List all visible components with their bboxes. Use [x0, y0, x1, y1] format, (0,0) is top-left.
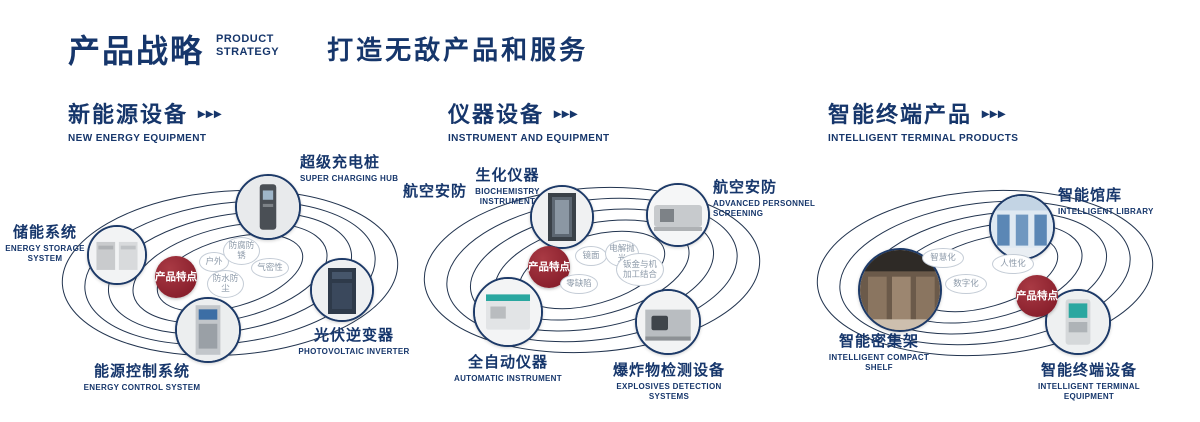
energy-storage-image	[89, 227, 145, 283]
feature-badge-intelligent-terminal: 产品特点	[1016, 275, 1058, 317]
header: 产品战略 PRODUCT STRATEGY 打造无敌产品和服务	[68, 26, 588, 72]
product-circle-biochemistry-instrument	[530, 185, 594, 249]
product-name-en: ADVANCED PERSONNEL SCREENING	[713, 199, 816, 219]
product-label-super-charging-hub: 超级充电桩 SUPER CHARGING HUB	[300, 151, 415, 184]
product-circle-automatic-instrument	[473, 277, 543, 347]
intelligent-library-image	[991, 196, 1053, 258]
subtitle-line2: STRATEGY	[216, 46, 280, 59]
slogan: 打造无敌产品和服务	[327, 35, 589, 65]
feature-bubble: 钣金与机加工结合	[616, 253, 664, 286]
feature-bubble: 零缺陷	[560, 274, 598, 294]
product-label-automatic-instrument: 全自动仪器 AUTOMATIC INSTRUMENT	[448, 351, 568, 384]
product-name-en: EXPLOSIVES DETECTION SYSTEMS	[616, 382, 722, 402]
feature-bubble: 防水防尘	[207, 270, 244, 298]
product-circle-intelligent-terminal-equipment	[1045, 289, 1111, 355]
product-name: 生化仪器	[475, 167, 540, 184]
personnel-screening-image	[648, 185, 708, 245]
product-circle-explosives-detection	[635, 289, 701, 355]
page-subtitle: PRODUCT STRATEGY	[216, 33, 279, 59]
product-name-en: BIOCHEMISTRY INSTRUMENT	[475, 187, 540, 207]
product-name: 智能密集架	[838, 333, 919, 350]
label-aviation-security: 航空安防	[403, 183, 468, 200]
product-name: 超级充电桩	[300, 154, 381, 171]
product-name-en: AUTOMATIC INSTRUMENT	[454, 374, 562, 383]
section-subtitle: NEW ENERGY EQUIPMENT	[68, 133, 207, 144]
product-circle-energy-control-system	[175, 297, 241, 363]
product-circle-personnel-screening	[646, 183, 710, 247]
terminal-kiosk-image	[1047, 291, 1109, 353]
product-name-en: ENERGY STORAGE SYSTEM	[5, 244, 85, 264]
feature-bubble: 气密性	[251, 258, 289, 278]
product-name: 储能系统	[12, 224, 77, 241]
section-title: 仪器设备	[448, 102, 545, 127]
feature-bubble: 镜面	[575, 246, 607, 266]
biochemistry-instrument-image	[532, 187, 592, 247]
product-name: 智能终端设备	[1040, 362, 1137, 379]
section-head-instrument: 仪器设备 ▸▸▸ INSTRUMENT AND EQUIPMENT	[448, 97, 609, 144]
triple-chevron-icon: ▸▸▸	[554, 104, 579, 121]
product-name-en: INTELLIGENT TERMINAL EQUIPMENT	[1038, 382, 1140, 402]
section-head-intelligent-terminal: 智能终端产品 ▸▸▸ INTELLIGENT TERMINAL PRODUCTS	[828, 97, 1018, 144]
product-name-en: ENERGY CONTROL SYSTEM	[83, 383, 201, 392]
product-label-biochemistry-instrument: 生化仪器 BIOCHEMISTRY INSTRUMENT	[455, 164, 560, 208]
triple-chevron-icon: ▸▸▸	[198, 104, 223, 121]
product-name-en: INTELLIGENT LIBRARY	[1058, 207, 1154, 216]
product-name: 智能馆库	[1058, 187, 1123, 204]
triple-chevron-icon: ▸▸▸	[982, 104, 1007, 121]
page-title: 产品战略	[68, 33, 205, 69]
automatic-instrument-image	[475, 279, 541, 345]
section-subtitle: INTELLIGENT TERMINAL PRODUCTS	[828, 133, 1019, 144]
energy-control-image	[177, 299, 239, 361]
product-label-explosives-detection: 爆炸物检测设备 EXPLOSIVES DETECTION SYSTEMS	[598, 359, 740, 403]
product-label-intelligent-terminal-equipment: 智能终端设备 INTELLIGENT TERMINAL EQUIPMENT	[1022, 359, 1156, 403]
feature-bubble: 人性化	[992, 254, 1034, 274]
section-subtitle: INSTRUMENT AND EQUIPMENT	[448, 133, 610, 144]
product-circle-intelligent-library	[989, 194, 1055, 260]
product-name: 航空安防	[713, 179, 778, 196]
section-title: 新能源设备	[68, 102, 189, 127]
product-circle-energy-storage-system	[87, 225, 147, 285]
compact-shelf-image	[860, 250, 940, 330]
charging-hub-image	[237, 176, 299, 238]
product-circle-intelligent-compact-shelf	[858, 248, 942, 332]
product-label-energy-storage-system: 储能系统 ENERGY STORAGE SYSTEM	[2, 221, 88, 265]
product-name: 光伏逆变器	[313, 327, 394, 344]
product-circle-super-charging-hub	[235, 174, 301, 240]
product-name: 全自动仪器	[467, 354, 548, 371]
section-head-new-energy: 新能源设备 ▸▸▸ NEW ENERGY EQUIPMENT	[68, 97, 222, 144]
product-label-personnel-screening: 航空安防 ADVANCED PERSONNEL SCREENING	[713, 176, 825, 220]
product-label-photovoltaic-inverter: 光伏逆变器 PHOTOVOLTAIC INVERTER	[295, 324, 413, 357]
product-name-en: SUPER CHARGING HUB	[300, 174, 399, 183]
product-name: 爆炸物检测设备	[612, 362, 725, 379]
feature-bubble: 数字化	[945, 274, 987, 294]
product-name: 能源控制系统	[93, 363, 190, 380]
feature-bubble: 智慧化	[922, 248, 964, 268]
subtitle-line1: PRODUCT	[216, 33, 274, 45]
product-label-intelligent-library: 智能馆库 INTELLIGENT LIBRARY	[1058, 184, 1170, 217]
explosives-detection-image	[637, 291, 699, 353]
section-title: 智能终端产品	[828, 102, 973, 127]
product-label-intelligent-compact-shelf: 智能密集架 INTELLIGENT COMPACT SHELF	[818, 330, 940, 374]
product-name-en: INTELLIGENT COMPACT SHELF	[828, 353, 930, 373]
product-name-en: PHOTOVOLTAIC INVERTER	[298, 347, 410, 356]
product-circle-photovoltaic-inverter	[310, 258, 374, 322]
feature-badge-new-energy: 产品特点	[155, 256, 197, 298]
feature-bubble: 防腐防锈	[223, 237, 260, 265]
product-label-energy-control-system: 能源控制系统 ENERGY CONTROL SYSTEM	[72, 360, 212, 393]
pv-inverter-image	[312, 260, 372, 320]
